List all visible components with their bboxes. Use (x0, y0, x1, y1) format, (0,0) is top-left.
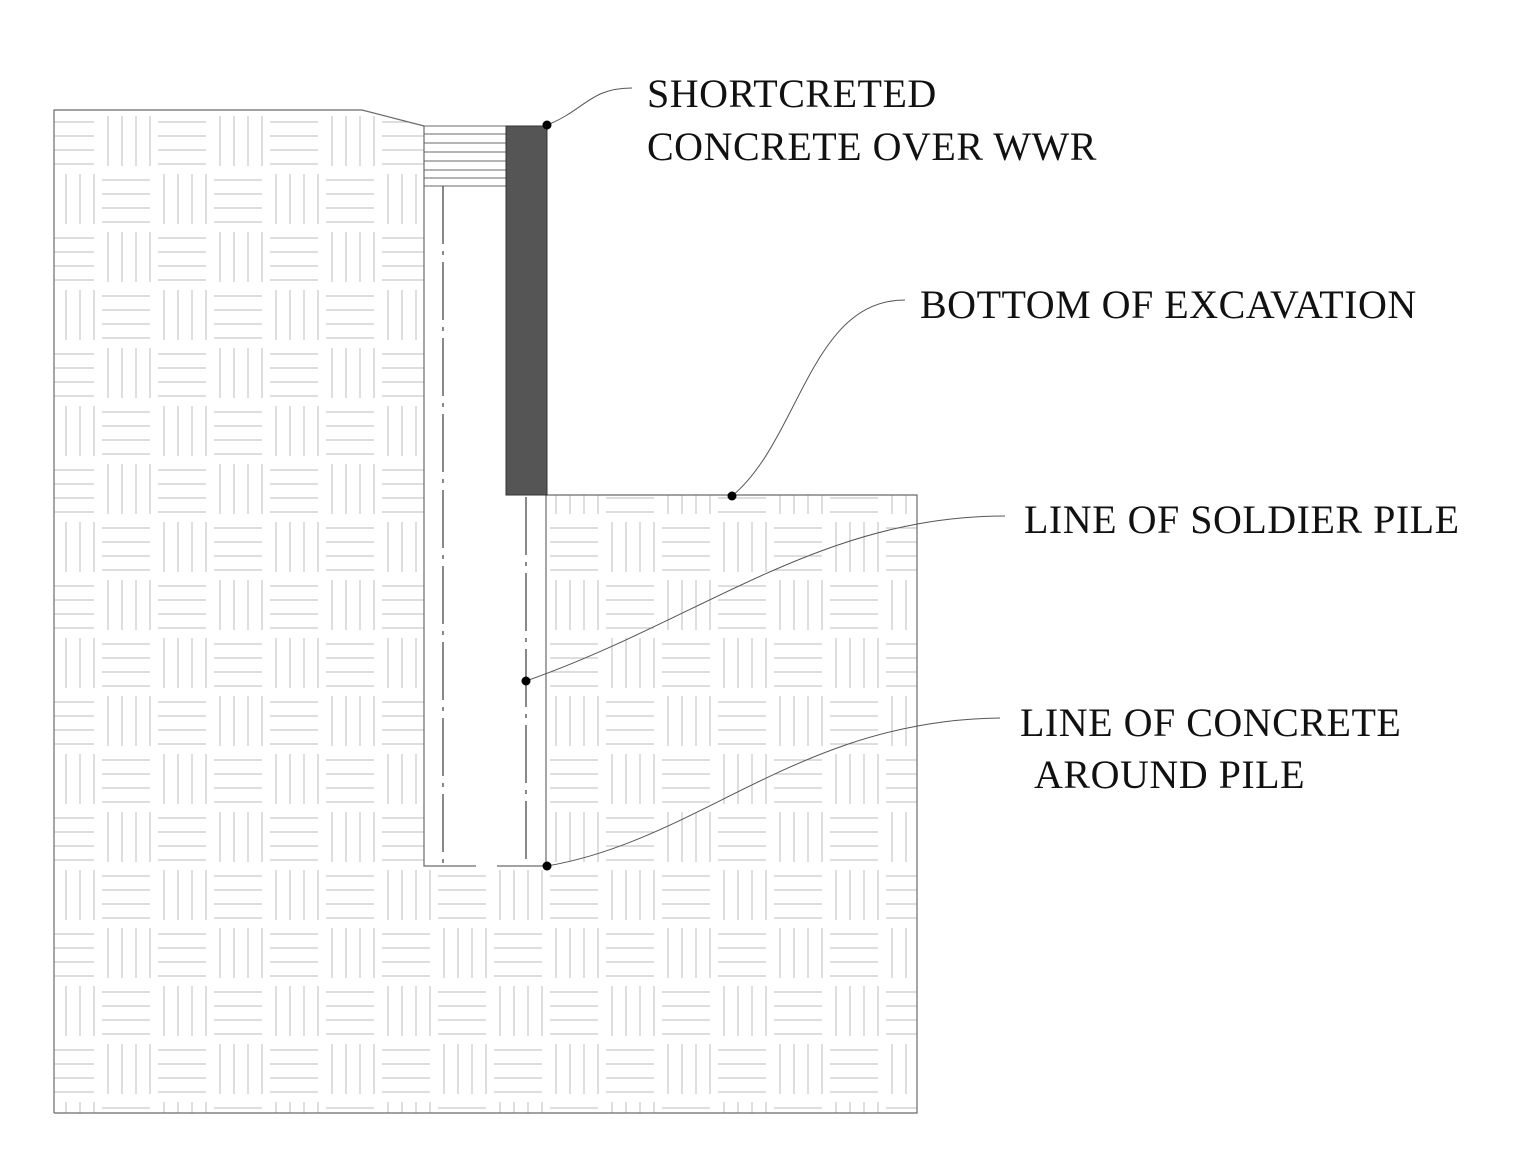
concrete-leader-dot (542, 861, 552, 871)
soldier-pile-leader-dot (521, 676, 531, 686)
label-shotcrete-line2: CONCRETE OVER WWR (647, 124, 1097, 169)
excavation-leader-dot (727, 491, 737, 501)
lagging-lines (424, 125, 506, 187)
excavation-leader (731, 299, 906, 497)
label-concrete-line1: LINE OF CONCRETE (1020, 700, 1401, 745)
shotcrete-leader-dot (542, 120, 552, 130)
label-bottom-excavation: BOTTOM OF EXCAVATION (920, 282, 1417, 327)
shotcrete-leader (546, 87, 633, 126)
label-concrete-line2: AROUND PILE (1034, 752, 1305, 797)
concrete-leader (546, 717, 1001, 867)
label-soldier-pile: LINE OF SOLDIER PILE (1024, 497, 1460, 542)
shotcrete-facing (505, 125, 548, 496)
soil-fill-region (54, 110, 917, 1113)
label-shotcrete-line1: SHORTCRETED (647, 71, 937, 116)
soldier-pile-leader (525, 515, 1006, 682)
ground-surface-line (53, 109, 425, 1113)
